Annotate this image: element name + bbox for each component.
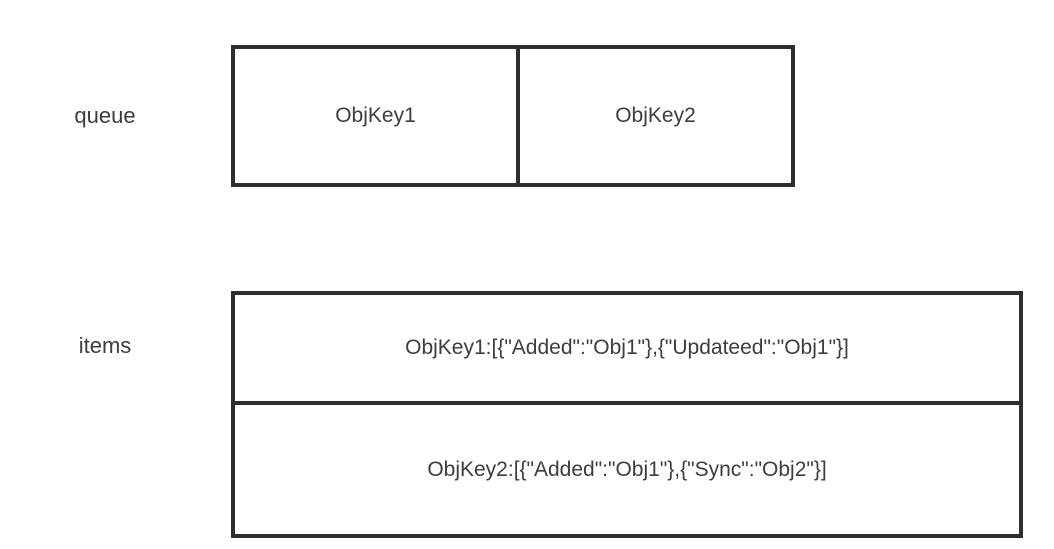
items-label: items xyxy=(78,333,132,358)
items-row-objkey1: ObjKey1:[{"Added":"Obj1"},{"Updateed":"O… xyxy=(235,295,1019,405)
items-row-objkey2: ObjKey2:[{"Added":"Obj1"},{"Sync":"Obj2"… xyxy=(427,457,827,481)
queue-cell-objkey2: ObjKey2 xyxy=(615,104,696,127)
queue-label: queue xyxy=(74,103,136,128)
queue-cell-objkey1: ObjKey1 xyxy=(235,49,520,183)
items-box: ObjKey1:[{"Added":"Obj1"},{"Updateed":"O… xyxy=(231,291,1023,538)
queue-box: ObjKey1 ObjKey2 xyxy=(231,45,795,187)
